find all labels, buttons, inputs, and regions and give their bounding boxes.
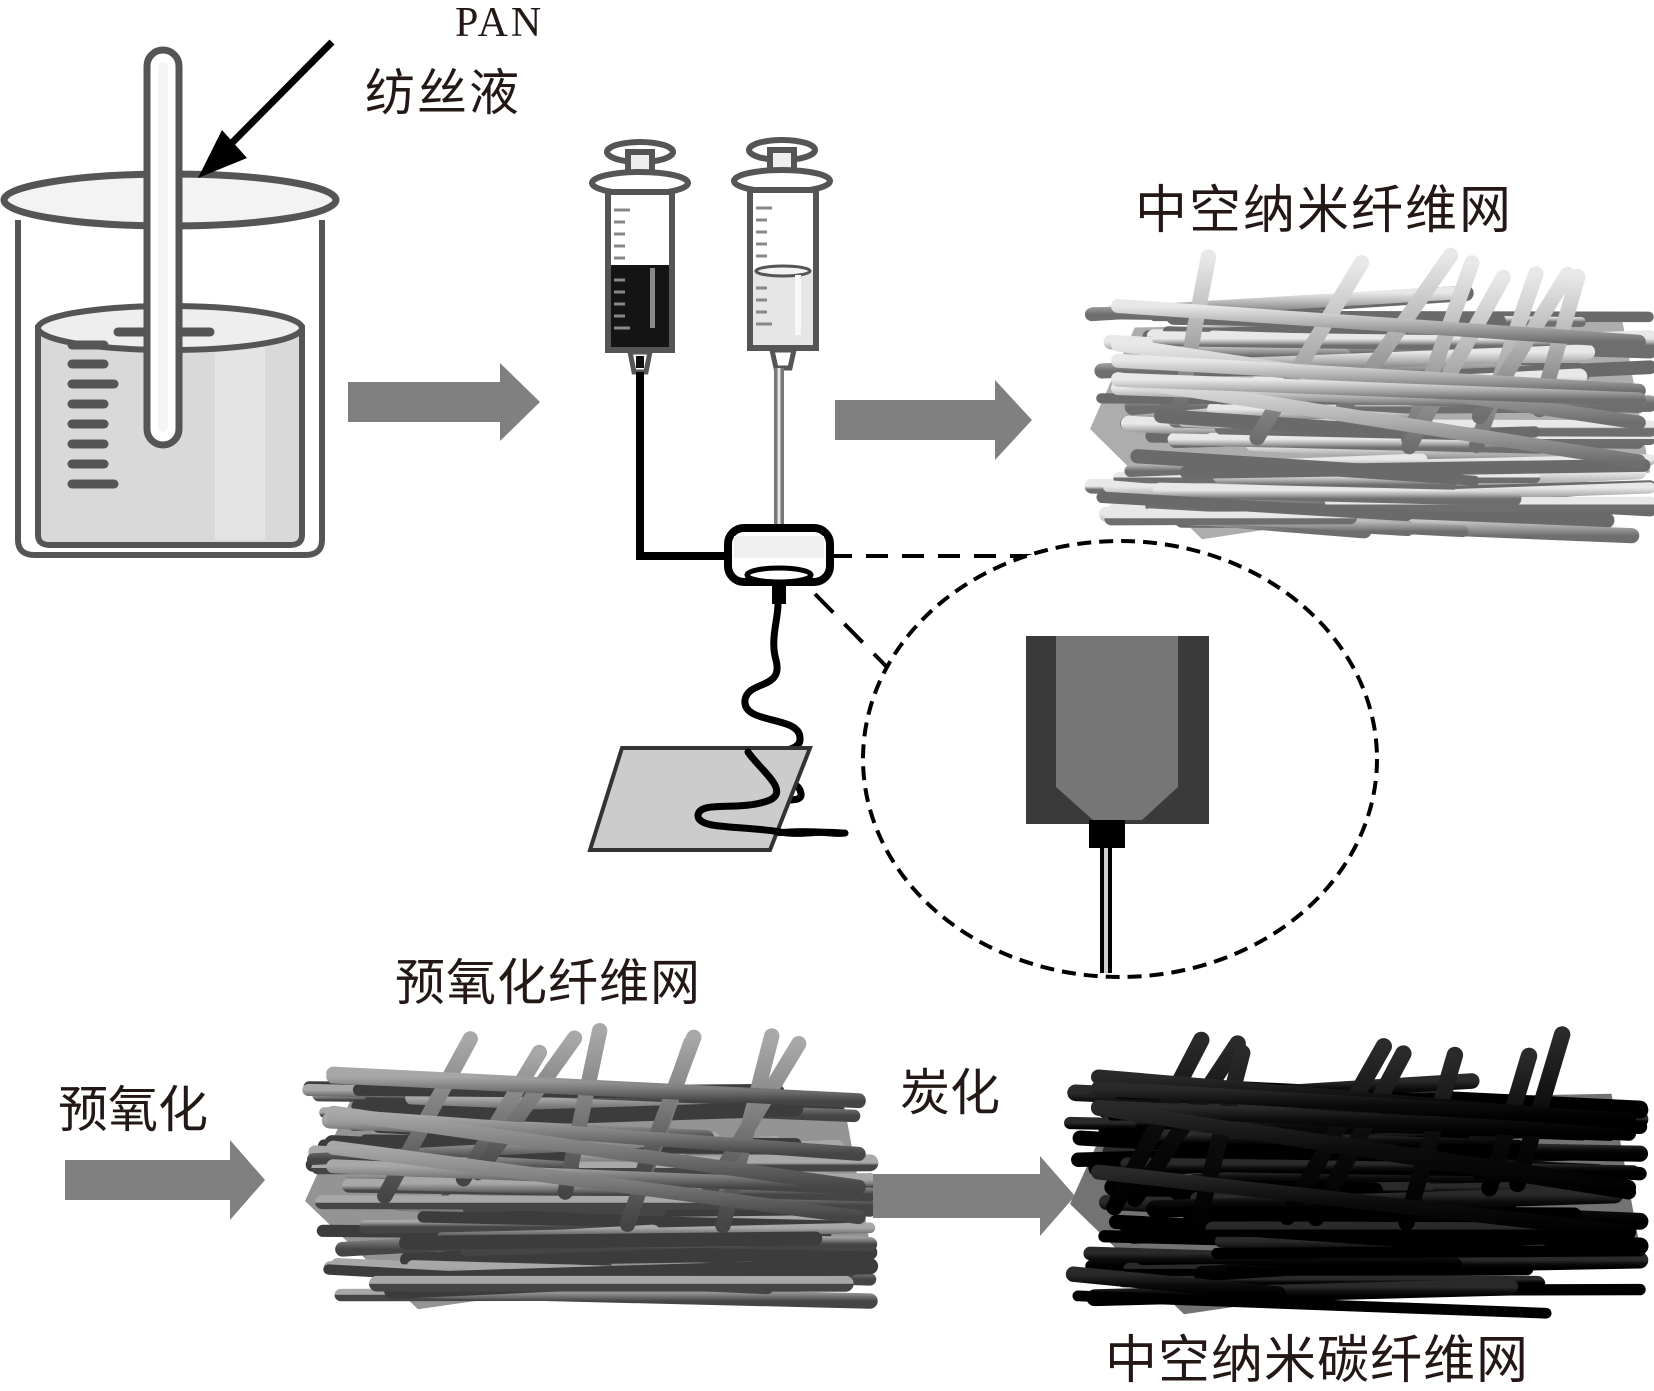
fiber-strand-top	[1111, 372, 1646, 407]
hollow-carbon-nanofiber-web-image	[1064, 1026, 1649, 1319]
core-feed-tube	[636, 372, 730, 560]
fiber-strand-top	[1091, 1080, 1637, 1128]
fiber-strand-top	[1091, 1099, 1637, 1141]
process-arrow-1	[348, 363, 540, 441]
label-preoxidized-fiber-web: 预氧化纤维网	[395, 954, 701, 1012]
nozzle-inner-cavity	[1056, 636, 1178, 820]
label-spinning-solution: 纺丝液	[365, 64, 521, 122]
fiber-strand	[1072, 1290, 1552, 1319]
fiber-strand-crossing	[557, 1023, 608, 1200]
beaker-illustration	[0, 46, 340, 558]
fiber-strand-top	[1111, 353, 1646, 398]
fiber-strand-top	[326, 1069, 866, 1109]
fiber-strand	[1096, 491, 1413, 522]
fiber-strand	[1151, 331, 1654, 353]
fiber-strand	[1211, 1245, 1646, 1260]
label-pan: PAN	[455, 0, 545, 46]
fiber-strand-top	[326, 1105, 866, 1194]
process-arrow-2	[835, 380, 1032, 460]
preoxidized-fiber-web-image	[302, 1023, 879, 1310]
fiber-strand-top	[1091, 1100, 1637, 1200]
fiber-strand-top	[1091, 1164, 1637, 1240]
label-preoxidation-step: 预氧化	[58, 1081, 208, 1139]
label-carbonization-step: 炭化	[900, 1064, 1000, 1122]
fiber-strand	[399, 1231, 823, 1250]
fiber-strand-crossing	[1398, 1046, 1464, 1231]
coaxial-spinneret	[724, 524, 834, 604]
fiber-strand-top	[1111, 372, 1646, 469]
stirring-rod	[143, 46, 183, 449]
fiber-strand-crossing	[1307, 1045, 1412, 1227]
syringe-shell	[731, 137, 833, 371]
fiber-strand-crossing	[470, 1030, 583, 1181]
process-arrow-carbonization	[873, 1156, 1075, 1236]
hollow-nanofiber-web-image	[1084, 247, 1654, 544]
syringe-core	[589, 139, 691, 375]
label-hollow-nanofiber-web: 中空纳米纤维网	[1135, 181, 1514, 241]
fiber-strand	[1065, 1266, 1287, 1302]
fiber-strand	[1104, 511, 1357, 526]
fiber-strand-crossing	[1400, 255, 1480, 447]
label-hollow-carbon-nanofiber-web: 中空纳米碳纤维网	[1105, 1331, 1530, 1391]
deposited-fiber	[694, 748, 846, 837]
fiber-strand	[1083, 1246, 1463, 1272]
fiber-strand	[1179, 458, 1651, 479]
fiber-strand	[1152, 482, 1522, 507]
fiber-strand-crossing	[1401, 269, 1511, 455]
fiber-strand-crossing	[455, 1044, 548, 1187]
fiber-strand-top	[1111, 299, 1646, 349]
process-arrow-preoxidation	[65, 1140, 265, 1220]
collector-plate	[587, 746, 813, 852]
pointer-arrowhead	[198, 130, 247, 178]
pointer-arrow	[212, 39, 335, 163]
fiber-strand-top	[326, 1140, 866, 1225]
nozzle-magnified-inset	[861, 539, 1379, 979]
nozzle-tip	[1089, 820, 1125, 848]
